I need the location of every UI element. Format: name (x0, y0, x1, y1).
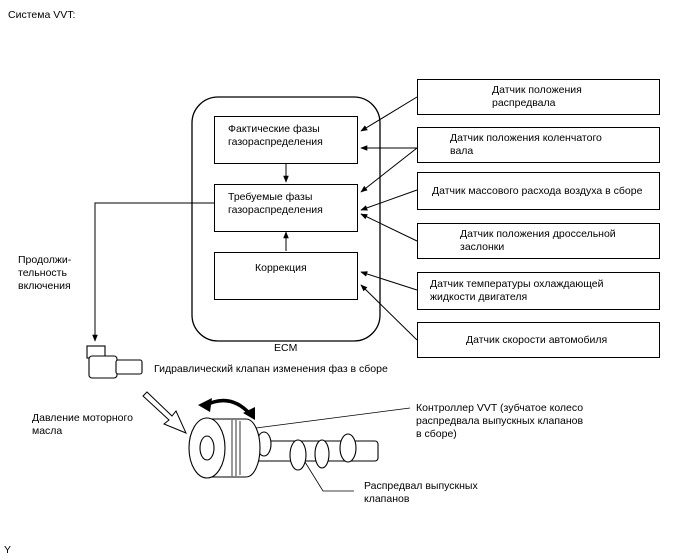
hydraulic-valve-drawing (86, 345, 143, 379)
oil-pressure-arrow (142, 391, 187, 434)
line-maf-sensor (360, 189, 418, 211)
actual-timing-label: Фактические фазы газораспределения (228, 123, 323, 148)
footer-mark: Y (4, 544, 12, 556)
actual-timing-block: Фактические фазы газораспределения (214, 116, 358, 164)
sensor-throttle-position: Датчик положения дроссельной заслонки (417, 223, 660, 259)
oil-pressure-label: Давление моторного масла (32, 412, 133, 437)
vvt-controller-label: Контроллер VVT (зубчатое колесо распредв… (416, 402, 584, 440)
correction-block: Коррекция (214, 252, 358, 300)
leader-camshaft (304, 461, 354, 492)
line-speed-sensor (360, 284, 418, 341)
sensor-crankshaft-position-label: Датчик положения коленчатого вала (450, 132, 602, 157)
line-cam-sensor (360, 96, 418, 132)
sensor-vehicle-speed-label: Датчик скорости автомобиля (466, 333, 608, 346)
sensor-coolant-temperature: Датчик температуры охлаждающей жидкости … (417, 272, 660, 310)
hydraulic-valve-label: Гидравлический клапан изменения фаз в сб… (154, 363, 388, 375)
line-throttle-sensor (360, 213, 418, 242)
target-timing-block: Требуемые фазы газораспределения (214, 184, 358, 232)
line-crank-sensor-target (360, 147, 418, 193)
line-duty-output (92, 202, 214, 342)
sensor-mass-air-flow-label: Датчик массового расхода воздуха в сборе (432, 184, 643, 197)
correction-label: Коррекция (255, 262, 307, 274)
sensor-vehicle-speed: Датчик скорости автомобиля (417, 322, 660, 358)
sensor-mass-air-flow: Датчик массового расхода воздуха в сборе (417, 172, 660, 210)
sensor-camshaft-position: Датчик положения распредвала (417, 79, 660, 115)
sprocket-teeth (231, 420, 241, 476)
target-timing-label: Требуемые фазы газораспределения (228, 191, 323, 216)
ecm-outline (191, 96, 381, 342)
sensor-coolant-temperature-label: Датчик температуры охлаждающей жидкости … (430, 278, 604, 303)
sensor-crankshaft-position: Датчик положения коленчатого вала (417, 127, 660, 163)
sensor-camshaft-position-label: Датчик положения распредвала (492, 84, 582, 109)
leader-controller (255, 407, 411, 429)
duty-cycle-label: Продолжи- тельность включения (18, 254, 72, 292)
line-coolant-sensor (360, 271, 418, 291)
sensor-throttle-position-label: Датчик положения дроссельной заслонки (460, 228, 616, 253)
vvt-controller-drawing (188, 417, 379, 479)
diagram-title: Система VVT: (8, 9, 76, 21)
exhaust-camshaft-label: Распредвал выпускных клапанов (364, 480, 478, 505)
ecm-label: ECM (274, 342, 298, 354)
